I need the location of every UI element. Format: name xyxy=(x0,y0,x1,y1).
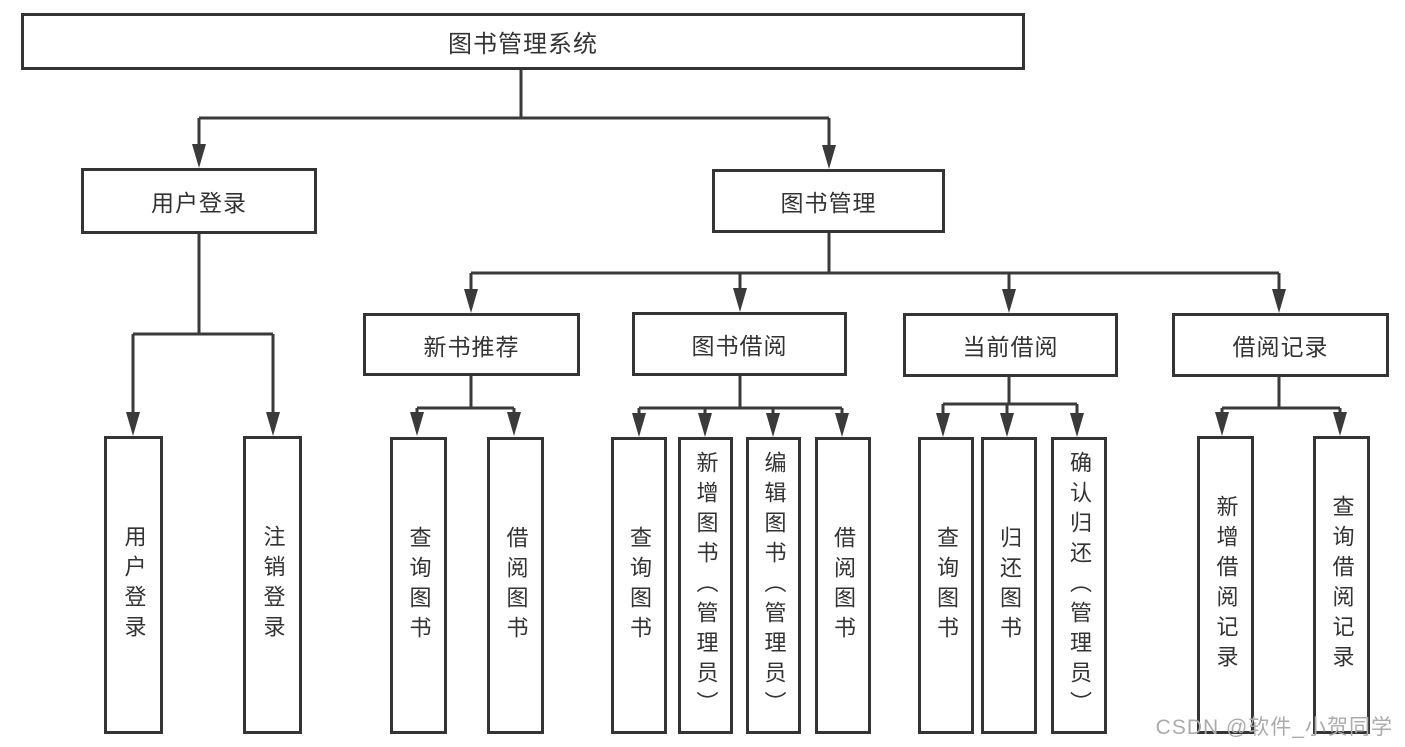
arrowhead xyxy=(936,413,950,437)
node-book-borrowing: 图书借阅 xyxy=(632,312,847,376)
arrowhead xyxy=(822,145,836,169)
arrowhead xyxy=(835,413,849,437)
node-user-login: 用户登录 xyxy=(81,168,317,234)
leaf-logout: 注销登录 xyxy=(243,436,302,734)
leaf-query-books-borrowing: 查询图书 xyxy=(611,437,667,734)
leaf-query-books-recommend: 查询图书 xyxy=(390,437,447,734)
node-borrow-records: 借阅记录 xyxy=(1172,313,1389,377)
arrowhead xyxy=(733,288,747,312)
arrowhead xyxy=(266,412,280,436)
leaf-add-borrow-record: 新增借阅记录 xyxy=(1197,436,1254,734)
arrowhead xyxy=(1333,412,1347,436)
leaf-return-books: 归还图书 xyxy=(981,437,1037,734)
arrowhead xyxy=(126,412,140,436)
arrowhead xyxy=(766,413,780,437)
arrowhead xyxy=(698,413,712,437)
arrowhead xyxy=(507,412,521,436)
arrowhead xyxy=(1272,289,1286,313)
leaf-borrow-books-borrowing: 借阅图书 xyxy=(815,437,871,734)
arrowhead xyxy=(464,289,478,313)
arrowhead xyxy=(1002,289,1016,313)
node-current-borrowing: 当前借阅 xyxy=(903,313,1118,377)
leaf-query-borrow-record: 查询借阅记录 xyxy=(1313,436,1370,734)
leaf-user-login: 用户登录 xyxy=(104,436,163,734)
arrowhead xyxy=(1215,412,1229,436)
arrowhead xyxy=(410,412,424,436)
node-library-system: 图书管理系统 xyxy=(21,13,1025,70)
leaf-edit-book-admin: 编辑图书（管理员） xyxy=(746,437,801,734)
arrowhead xyxy=(1070,413,1084,437)
node-book-management: 图书管理 xyxy=(712,169,945,233)
leaf-query-books-current: 查询图书 xyxy=(918,437,974,734)
arrowhead xyxy=(632,413,646,437)
arrowhead xyxy=(1000,413,1014,437)
node-new-book-recommend: 新书推荐 xyxy=(363,313,580,376)
watermark: CSDN @软件_小贺同学 xyxy=(1155,716,1393,739)
leaf-add-book-admin: 新增图书（管理员） xyxy=(678,437,733,734)
arrowhead xyxy=(192,144,206,168)
leaf-confirm-return-admin: 确认归还（管理员） xyxy=(1051,437,1107,734)
leaf-borrow-books-recommend: 借阅图书 xyxy=(487,437,544,734)
